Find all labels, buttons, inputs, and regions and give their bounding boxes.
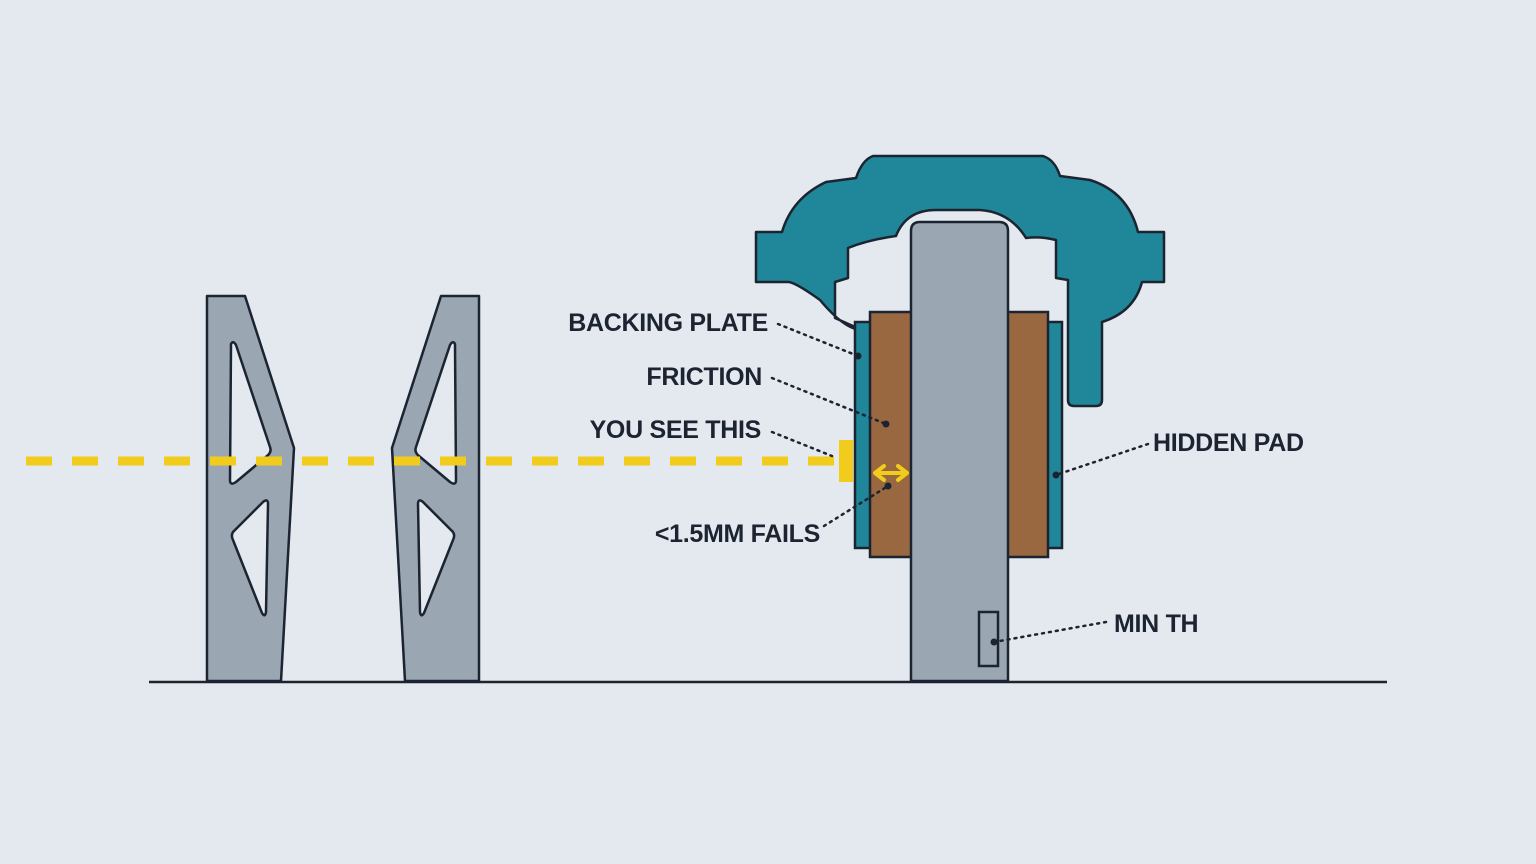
label-friction: FRICTION <box>646 363 762 391</box>
brake-rotor <box>909 220 1010 683</box>
leader-hidden-pad <box>1054 442 1150 477</box>
label-you-see-this: YOU SEE THIS <box>590 416 761 444</box>
wheel-spoke-left <box>205 294 296 683</box>
dot-min-th <box>990 638 998 646</box>
label-fails: <1.5MM FAILS <box>655 520 820 548</box>
label-min-th: MIN TH <box>1114 610 1198 638</box>
brake-caliper <box>754 154 1166 408</box>
leader-friction <box>770 376 888 426</box>
label-backing-plate: BACKING PLATE <box>568 309 768 337</box>
min-thickness-mark <box>977 610 1000 668</box>
dot-backing-plate <box>854 352 862 360</box>
dot-fails <box>884 482 892 490</box>
leader-fails <box>822 484 890 528</box>
leader-backing-plate <box>776 322 860 358</box>
leader-min-th <box>992 620 1108 644</box>
sightline-end-marker <box>839 440 853 482</box>
wheel-spoke-right <box>390 294 481 683</box>
label-hidden-pad: HIDDEN PAD <box>1153 429 1304 457</box>
dot-hidden-pad <box>1052 471 1060 479</box>
leader-you-see-this <box>770 430 834 458</box>
dot-friction <box>882 420 890 428</box>
thickness-arrow <box>873 464 909 482</box>
